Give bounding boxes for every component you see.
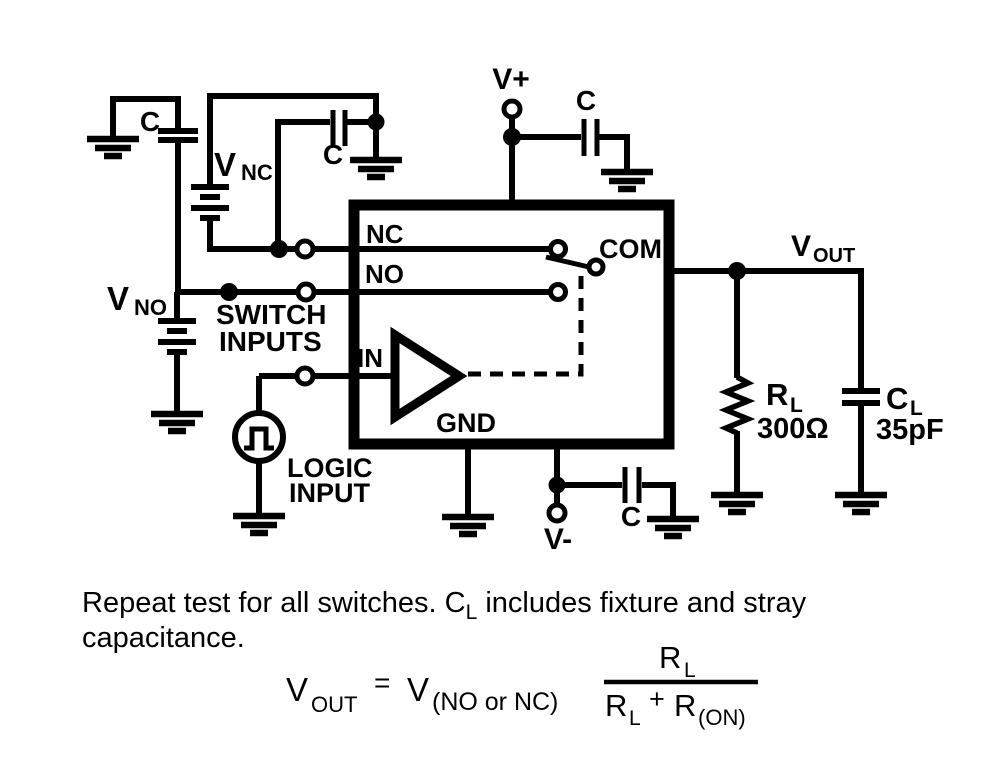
pulse-waveform-icon: [244, 426, 274, 451]
ground-symbol: [442, 513, 494, 538]
in-input-terminal: [294, 365, 316, 387]
formula-den-plus: +: [649, 684, 665, 714]
formula-lhs-sub: OUT: [311, 692, 357, 717]
diagram-labels: V+ V- C C C C V NC V NO SWITCH INPUTS LO…: [107, 63, 944, 556]
cap-label: C: [621, 501, 641, 532]
formula-numerator-sub: L: [684, 659, 696, 682]
formula-equals: =: [374, 667, 390, 698]
ground-symbol: [233, 512, 285, 537]
switch-control-dashed-link: [461, 276, 584, 377]
cap-label: C: [323, 139, 343, 170]
note-line-2: capacitance.: [82, 622, 245, 654]
spdt-switch: [545, 239, 606, 302]
vout-label-sub: OUT: [813, 245, 855, 267]
bypass-capacitor-vminus: [622, 467, 642, 503]
ground-symbol: [87, 135, 139, 160]
pin-label-in: IN: [357, 343, 383, 373]
switch-inputs-label-line1: SWITCH: [216, 299, 326, 330]
switch-lever: [545, 254, 590, 270]
nc-input-terminal: [294, 238, 316, 260]
ground-symbol: [711, 491, 763, 516]
bypass-capacitor-vplus: [581, 119, 600, 156]
vnc-label-sub: NC: [241, 160, 273, 185]
formula-den-r1-sub: L: [629, 707, 641, 730]
cl-value: 35pF: [876, 414, 944, 446]
vout-formula: V OUT = V (NO or NC) R L R L + R (ON): [286, 640, 758, 730]
formula-numerator: R: [659, 640, 681, 675]
cap-label: C: [140, 106, 160, 137]
switch-inputs-label-line2: INPUTS: [219, 326, 322, 357]
load-capacitor: [842, 388, 880, 406]
pin-label-gnd: GND: [436, 408, 496, 438]
pin-label-nc: NC: [366, 219, 404, 249]
vnc-label: V: [214, 146, 236, 183]
device-under-test-box: [348, 199, 675, 450]
logic-input-label-line2: INPUT: [289, 478, 371, 508]
pin-label-com: COM: [599, 234, 662, 264]
ground-symbol: [601, 168, 653, 193]
vno-label-sub: NO: [134, 295, 167, 320]
rl-label: R: [766, 377, 788, 412]
switch-no-contact: [548, 282, 568, 302]
logic-driver-triangle: [390, 326, 468, 426]
ground-symbol: [835, 491, 887, 516]
vnc-battery-symbol: [191, 184, 229, 221]
logic-input-label-line1: LOGIC: [287, 453, 373, 483]
formula-den-r2: R: [674, 688, 696, 723]
cap-label: C: [576, 85, 596, 116]
pin-label-no: NO: [365, 259, 404, 289]
switch-nc-contact: [548, 239, 568, 259]
note-line1-sub: L: [466, 601, 478, 624]
vno-label: V: [107, 280, 129, 317]
wires: [110, 93, 864, 521]
formula-den-r1: R: [605, 688, 627, 723]
formula-source-sub: (NO or NC): [432, 688, 558, 716]
load-resistor-symbol: [718, 374, 756, 436]
note-line1-post: includes fixture and stray: [477, 587, 806, 619]
formula-den-r2-sub: (ON): [698, 705, 746, 730]
note-line1-pre: Repeat test for all switches. C: [82, 587, 466, 619]
notes-text: Repeat test for all switches. CL include…: [82, 587, 807, 654]
bypass-capacitor-vnc: [330, 110, 348, 146]
ground-symbol: [350, 156, 402, 181]
rl-label-sub: L: [790, 394, 803, 417]
no-input-terminal: [295, 281, 317, 303]
formula-lhs: V: [286, 671, 308, 708]
vout-label: V: [791, 230, 811, 263]
note-line-1: Repeat test for all switches. CL include…: [82, 587, 807, 624]
bypass-capacitor-vno: [158, 128, 198, 143]
switch-com-contact: [586, 257, 606, 277]
vplus-terminal: [501, 98, 523, 120]
cl-label: C: [886, 381, 908, 416]
rl-value: 300Ω: [757, 413, 829, 445]
vno-battery-symbol: [158, 318, 196, 355]
vminus-terminal: [546, 502, 568, 524]
pulse-generator: [232, 410, 286, 464]
ground-symbol: [647, 515, 699, 540]
vminus-label: V-: [544, 523, 572, 556]
formula-source: V: [407, 671, 429, 708]
junction-dots: [220, 113, 746, 494]
cl-label-sub: L: [910, 397, 923, 420]
ground-symbol: [151, 410, 203, 435]
vplus-label: V+: [492, 63, 530, 96]
